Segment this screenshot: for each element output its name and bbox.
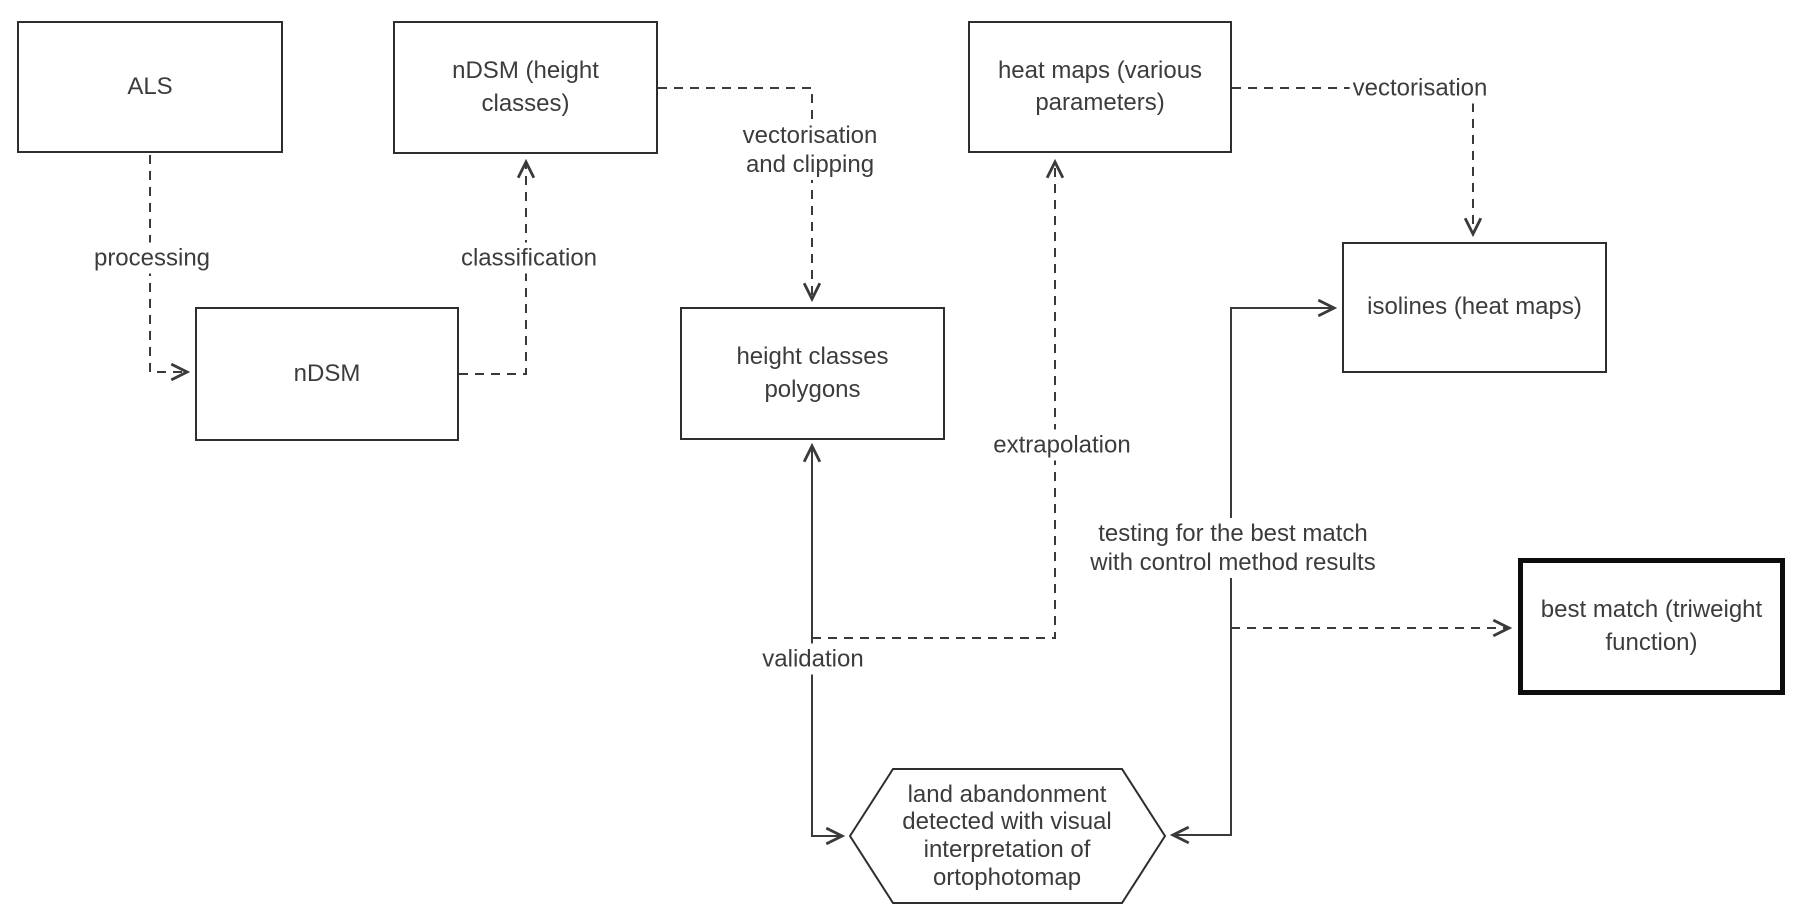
node-ndsm-height-classes: nDSM (height classes): [393, 21, 658, 154]
edge-processing: [149, 155, 191, 382]
edge-label-validation: validation: [759, 643, 867, 675]
node-height-classes-polygons: height classes polygons: [680, 307, 945, 440]
edge-label-extrapolation: extrapolation: [990, 429, 1134, 461]
edge-extrapolation: [812, 158, 1065, 639]
edge-label-testing: testing for the best match with control …: [1078, 517, 1388, 579]
edge-label-vectorisation: vectorisation: [1349, 72, 1491, 104]
land-abandonment-hexagon: [848, 768, 1167, 904]
edge-label-processing: processing: [90, 242, 214, 274]
node-best-match: best match (triweight function): [1518, 558, 1785, 695]
edge-vectorisation-and-clipping: [658, 87, 822, 303]
edge-label-classification: classification: [457, 242, 601, 274]
edge-label-vectorisation-and-clipping: vectorisation and clipping: [727, 119, 893, 181]
node-als: ALS: [17, 21, 283, 153]
edge-vectorisation: [1232, 87, 1483, 238]
node-land-abandonment-label: land abandonment detected with visual in…: [902, 780, 1112, 891]
node-isolines: isolines (heat maps): [1342, 242, 1607, 373]
edge-validation: [802, 442, 846, 846]
node-heat-maps: heat maps (various parameters): [968, 21, 1232, 153]
edge-classification: [459, 158, 536, 375]
node-ndsm: nDSM: [195, 307, 459, 441]
